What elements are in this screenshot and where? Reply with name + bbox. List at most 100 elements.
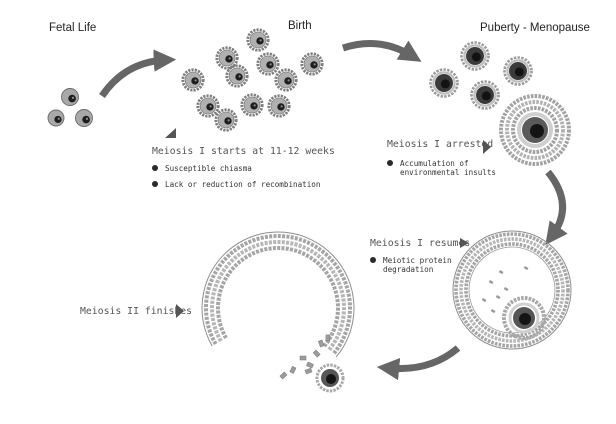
primary-follicle xyxy=(503,56,533,86)
zona-ring xyxy=(473,83,497,107)
loose-granulosa-cell xyxy=(481,297,487,303)
cumulus-cell xyxy=(325,334,331,342)
loose-granulosa-cell xyxy=(503,287,509,292)
follicle-outer-ring xyxy=(470,80,500,110)
primordial-follicle xyxy=(256,52,280,76)
follicle-granulosa-ring xyxy=(240,93,264,117)
bullet-dot xyxy=(387,160,393,166)
primordial-follicle xyxy=(215,46,239,70)
bullet-dot xyxy=(152,181,158,187)
cumulus-cell xyxy=(304,367,313,375)
loose-granulosa-cell xyxy=(495,295,501,300)
oocyte-nucleolus xyxy=(71,96,75,100)
theca-outline xyxy=(452,230,572,350)
pointers-group xyxy=(165,128,491,318)
oocyte-cell xyxy=(75,109,93,127)
oocyte-nucleus xyxy=(471,52,481,62)
follicle-granulosa-ring xyxy=(196,94,220,118)
cumulus-ring xyxy=(502,296,546,340)
pointer-meiosis-arrested xyxy=(483,140,491,154)
oocyte-nucleolus xyxy=(280,105,283,108)
follicle-granulosa-ring xyxy=(225,64,249,88)
primordial-follicle xyxy=(225,64,249,88)
oocyte-nucleolus xyxy=(259,39,262,42)
granulosa-layer-3 xyxy=(216,246,340,348)
zona-ring xyxy=(432,71,456,95)
cumulus-cell xyxy=(312,349,321,358)
loose-granulosa-cell xyxy=(490,309,496,314)
loose-granulosa-cell xyxy=(488,280,494,285)
loose-granulosa-cell xyxy=(523,266,529,271)
ruptured-follicle xyxy=(201,231,355,393)
follicle-layer-mid xyxy=(505,100,565,160)
zona-ring xyxy=(517,112,553,148)
zona-ring xyxy=(463,44,487,68)
cumulus-cell xyxy=(317,339,325,348)
primary-follicle xyxy=(429,68,459,98)
arrows-group xyxy=(99,40,568,381)
bullet-dot xyxy=(370,257,376,263)
bullet-dot xyxy=(152,165,158,171)
arrow-resume-to-finish xyxy=(376,345,461,381)
oocyte-nucleus xyxy=(440,79,450,89)
primordial-follicle xyxy=(240,93,264,117)
oocyte-nucleolus xyxy=(253,104,256,107)
oocyte-nucleolus xyxy=(269,63,272,66)
follicle-granulosa-ring xyxy=(214,108,238,132)
oocyte-nucleolus xyxy=(194,79,197,82)
oocyte-nucleolus xyxy=(238,75,241,78)
primordial-follicle xyxy=(300,52,324,76)
stage-label-birth: Birth xyxy=(288,20,312,32)
follicle-outer-ring xyxy=(503,56,533,86)
primary-follicle xyxy=(470,80,500,110)
arrow-fetal-to-birth xyxy=(99,49,177,99)
cells-group xyxy=(47,28,533,132)
arrow-puberty-to-resume xyxy=(545,169,568,245)
primordial-follicle xyxy=(196,94,220,118)
bullet-lack-recombination: Lack or reduction of recombination xyxy=(152,180,320,189)
primordial-follicle xyxy=(181,68,205,92)
follicle-granulosa-ring xyxy=(267,94,291,118)
oocyte-nucleus xyxy=(514,67,524,77)
theca-outline xyxy=(201,231,355,358)
follicle-granulosa-ring xyxy=(181,68,205,92)
note-meiosis-arrested: Meiosis I arrested xyxy=(387,139,494,150)
primordial-follicle xyxy=(214,108,238,132)
oocyte-nucleolus xyxy=(287,79,290,82)
oocyte-cell xyxy=(47,109,65,127)
follicle-outer-ring xyxy=(460,41,490,71)
arrow-birth-to-puberty xyxy=(341,40,422,62)
antral-follicle xyxy=(452,230,572,350)
stage-label-puberty: Puberty - Menopause xyxy=(480,22,590,34)
antrum xyxy=(468,246,556,334)
follicle-granulosa-ring xyxy=(274,68,298,92)
cumulus-cell xyxy=(289,365,297,374)
follicle-granulosa-ring xyxy=(256,52,280,76)
oocyte-nucleolus xyxy=(85,117,89,121)
zona-ring xyxy=(508,302,540,334)
cumulus-ring xyxy=(315,363,345,393)
granulosa-layer-3 xyxy=(464,242,560,338)
oocyte-cell xyxy=(61,88,79,106)
granulosa-layer-1 xyxy=(454,232,570,348)
granulosa-layer-1 xyxy=(204,234,352,356)
cumulus-cell xyxy=(306,361,314,369)
follicle-layer-inner xyxy=(511,106,559,154)
oocyte-nucleus xyxy=(326,374,336,384)
note-meiosis-resumes: Meiosis I resumes xyxy=(370,238,471,249)
primary-follicle xyxy=(460,41,490,71)
pointer-meiosis-finishes xyxy=(176,304,184,318)
oocyte-nucleus xyxy=(519,313,531,325)
follicle-outer-ring xyxy=(429,68,459,98)
note-meiosis-finishes: Meiosis II finishes xyxy=(80,306,193,317)
follicle-granulosa-ring xyxy=(300,52,324,76)
loose-granulosa-cell xyxy=(498,270,504,275)
oocyte-nucleus xyxy=(530,124,544,138)
stage-label-fetal-life: Fetal Life xyxy=(49,22,97,34)
follicles-group xyxy=(201,94,572,393)
secondary-follicle xyxy=(499,94,571,166)
granulosa-layer-2 xyxy=(210,240,346,352)
